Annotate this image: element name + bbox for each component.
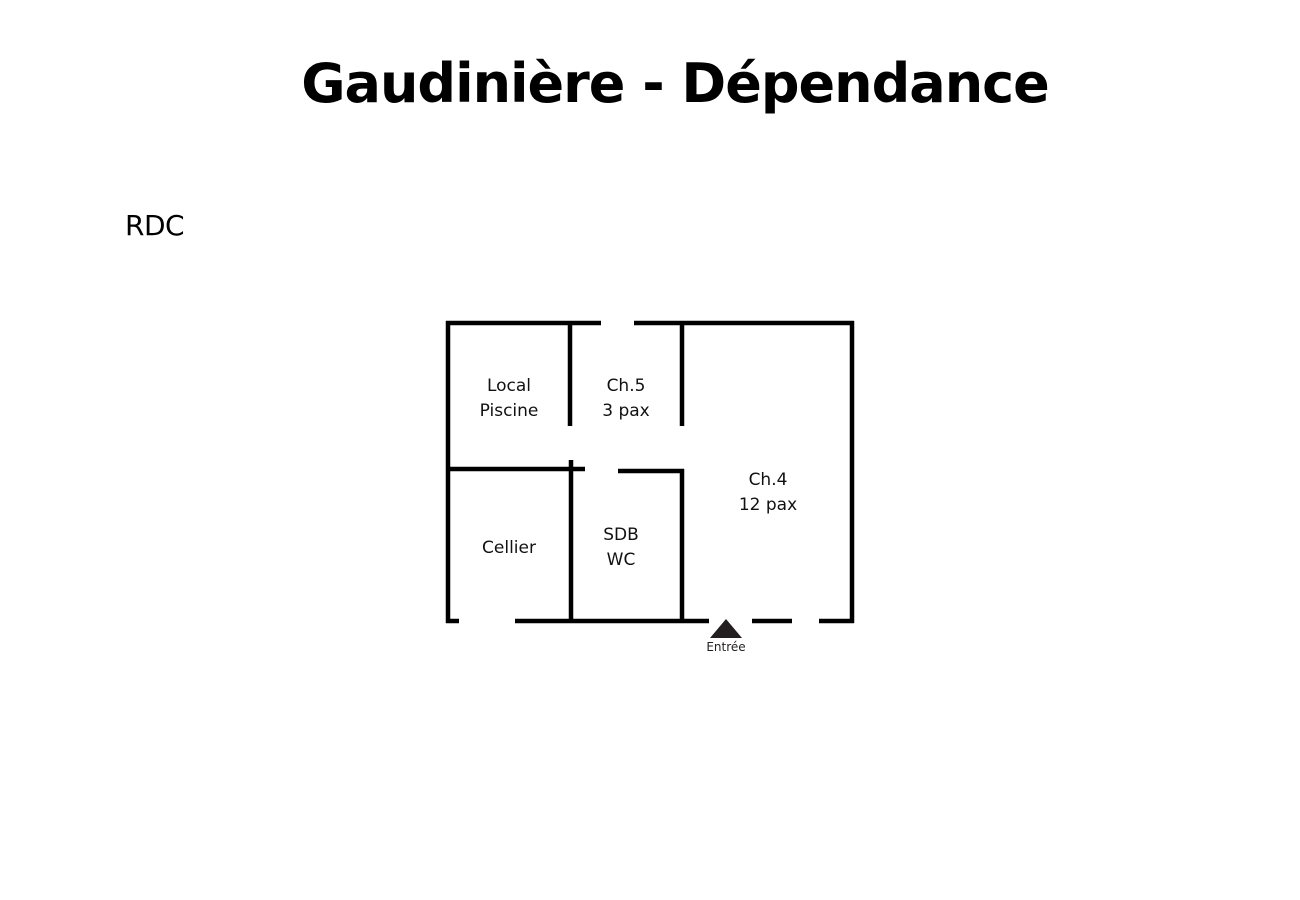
room-ch4: Ch.4 12 pax [739, 470, 797, 515]
entrance-label: Entrée [706, 640, 745, 654]
room-label: 12 pax [739, 495, 797, 515]
room-sdb-wc: SDB WC [603, 525, 639, 570]
room-label: Ch.5 [607, 376, 646, 396]
room-label: Ch.4 [749, 470, 788, 490]
room-label: WC [607, 550, 636, 570]
room-label: 3 pax [602, 401, 650, 421]
room-label: Piscine [480, 401, 539, 421]
room-ch5: Ch.5 3 pax [602, 376, 650, 421]
triangle-up-icon [710, 619, 742, 638]
room-label: Cellier [482, 538, 536, 558]
room-cellier: Cellier [482, 538, 536, 558]
walls [445, 320, 855, 624]
room-local-piscine: Local Piscine [480, 376, 539, 421]
room-label: SDB [603, 525, 639, 545]
page-title: Gaudinière - Dépendance [301, 52, 1050, 115]
room-label: Local [487, 376, 531, 396]
entrance-marker: Entrée [706, 619, 746, 654]
level-label: RDC [125, 209, 185, 242]
